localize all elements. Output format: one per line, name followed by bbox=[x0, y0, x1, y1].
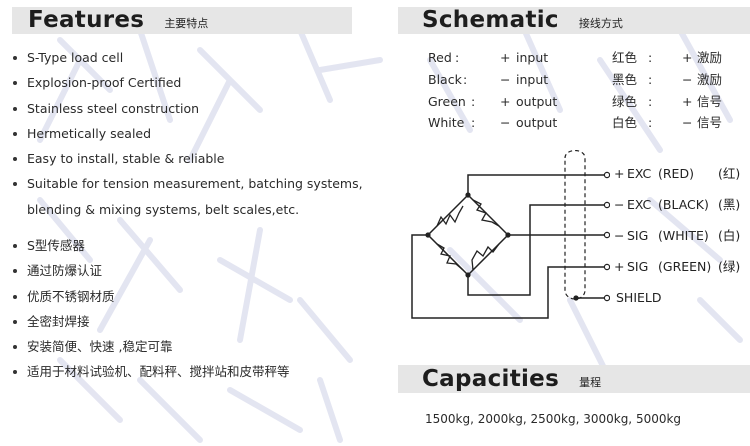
wire-sig-plus bbox=[411, 234, 605, 319]
wire-sign: + bbox=[500, 50, 511, 65]
terminal-sign: − bbox=[614, 228, 625, 243]
terminal-name: SHIELD bbox=[616, 290, 662, 305]
capacities-subtitle: 量程 bbox=[579, 376, 602, 389]
list-item-continuation: blending & mixing systems, belt scales,e… bbox=[27, 201, 300, 217]
wire-sign: + bbox=[682, 50, 693, 65]
wiring-diagram bbox=[411, 150, 610, 319]
list-item: Easy to install, stable & reliable bbox=[10, 146, 363, 171]
wire-sign: − bbox=[682, 115, 693, 130]
list-item: 全密封焊接 bbox=[10, 309, 290, 334]
list-item: Stainless steel construction bbox=[10, 96, 363, 121]
list-item: 适用于材料试验机、配料秤、搅拌站和皮带秤等 bbox=[10, 359, 290, 384]
terminal-sign: + bbox=[614, 259, 625, 274]
wire-color-cn: 白色 bbox=[612, 115, 638, 130]
wire-func-cn: 信号 bbox=[697, 94, 723, 109]
terminal-name: SIG bbox=[627, 228, 649, 243]
features-english-list: S-Type load cell Explosion-proof Certifi… bbox=[10, 45, 363, 222]
wire-func-cn: 激励 bbox=[697, 72, 723, 87]
wire-color-cn: 红色 bbox=[612, 50, 638, 65]
terminal-name: EXC bbox=[627, 197, 652, 212]
wire-exc-minus bbox=[467, 204, 605, 296]
list-item: Hermetically sealed bbox=[10, 121, 363, 146]
wire-color-en: Green bbox=[428, 94, 466, 109]
terminal-cn: (绿) bbox=[718, 259, 741, 274]
wire-color-en: Black bbox=[428, 72, 462, 87]
resistor-bottom-left bbox=[436, 243, 464, 271]
wire-color-cn: 绿色 bbox=[612, 94, 638, 109]
terminal-color: (BLACK) bbox=[658, 197, 709, 212]
wire-exc-plus bbox=[467, 174, 605, 195]
features-title: Features bbox=[28, 7, 145, 33]
features-chinese-list: S型传感器 通过防爆认证 优质不锈钢材质 全密封焊接 安装简便、快速 ,稳定可靠… bbox=[10, 233, 290, 385]
wire-color-en: White bbox=[428, 115, 465, 130]
wire-color-cn: 黑色 bbox=[612, 72, 638, 87]
schematic-title: Schematic bbox=[422, 7, 559, 33]
schematic-subtitle: 接线方式 bbox=[578, 17, 623, 30]
terminal-cn: (黑) bbox=[718, 197, 741, 212]
resistor-bottom-right bbox=[471, 243, 500, 271]
bridge-outline bbox=[426, 193, 510, 277]
terminal-color: (WHITE) bbox=[658, 228, 709, 243]
terminal-name: EXC bbox=[627, 166, 652, 181]
terminal-sign: + bbox=[614, 166, 625, 181]
terminal-color: (RED) bbox=[658, 166, 694, 181]
terminal-cn: (白) bbox=[718, 228, 741, 243]
list-item: Explosion-proof Certified bbox=[10, 70, 363, 95]
wire-sign: − bbox=[682, 72, 693, 87]
features-subtitle: 主要特点 bbox=[164, 17, 209, 30]
resistor-top-left bbox=[436, 205, 464, 227]
terminal-cn: (红) bbox=[718, 166, 741, 181]
capacities-values: 1500kg, 2000kg, 2500kg, 3000kg, 5000kg bbox=[425, 412, 682, 426]
resistor-top-right bbox=[472, 199, 500, 227]
capacities-header: Capacities 量程 bbox=[398, 365, 750, 393]
wire-func-cn: 信号 bbox=[697, 115, 723, 130]
schematic-header: Schematic 接线方式 bbox=[398, 7, 750, 34]
wire-sep-cn: : bbox=[648, 115, 653, 130]
terminal-sign: − bbox=[614, 197, 625, 212]
list-item: 优质不锈钢材质 bbox=[10, 284, 290, 309]
wire-sep-cn: : bbox=[648, 72, 653, 87]
cable-shield bbox=[564, 150, 586, 300]
wire-sep: : bbox=[471, 94, 476, 109]
list-item: 安装简便、快速 ,稳定可靠 bbox=[10, 334, 290, 359]
wire-color-en: Red bbox=[428, 50, 452, 65]
wire-func-en: input bbox=[516, 50, 549, 65]
capacities-title: Capacities bbox=[422, 366, 560, 392]
terminal-color: (GREEN) bbox=[658, 259, 712, 274]
wire-sep: : bbox=[463, 72, 468, 87]
wire-sep: : bbox=[455, 50, 460, 65]
wire-sep-cn: : bbox=[648, 94, 653, 109]
list-item: S型传感器 bbox=[10, 233, 290, 258]
terminal-name: SIG bbox=[627, 259, 649, 274]
list-item: Suitable for tension measurement, batchi… bbox=[10, 171, 363, 196]
wire-sign: + bbox=[500, 94, 511, 109]
wire-sign: − bbox=[500, 72, 511, 87]
wire-func-cn: 激励 bbox=[697, 50, 723, 65]
list-item: S-Type load cell bbox=[10, 45, 363, 70]
wire-sign: − bbox=[500, 115, 511, 130]
wire-func-en: output bbox=[516, 94, 558, 109]
wire-sep: : bbox=[471, 115, 476, 130]
wire-func-en: output bbox=[516, 115, 558, 130]
features-header: Features 主要特点 bbox=[12, 7, 352, 34]
wire-sep-cn: : bbox=[648, 50, 653, 65]
list-item: 通过防爆认证 bbox=[10, 258, 290, 283]
wire-sign: + bbox=[682, 94, 693, 109]
wire-func-en: input bbox=[516, 72, 549, 87]
